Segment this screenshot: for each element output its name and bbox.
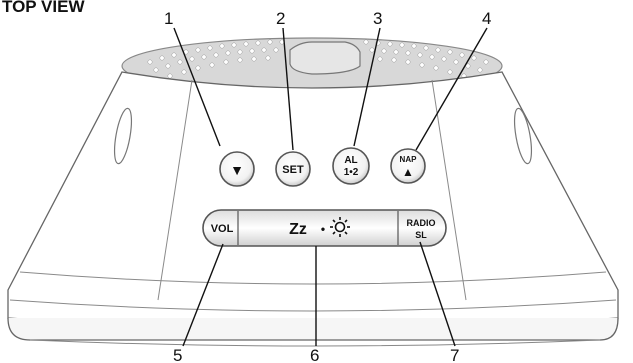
- radio-sleep-button[interactable]: RADIO SL: [399, 211, 445, 245]
- snooze-light-button[interactable]: Zz •: [239, 211, 398, 245]
- nap-button[interactable]: NAP ▲: [391, 149, 425, 183]
- body-outline: [8, 72, 618, 329]
- volume-button[interactable]: VOL: [204, 211, 238, 245]
- radio-label-line2: SL: [415, 230, 427, 240]
- alarm-button[interactable]: AL 1•2: [333, 148, 369, 184]
- alarm-label-line2: 1•2: [344, 167, 359, 178]
- callout-1: 1: [164, 9, 173, 28]
- callout-7: 7: [450, 346, 459, 363]
- vol-label: VOL: [211, 223, 234, 235]
- clock-body: [8, 38, 618, 346]
- base-rim: [8, 318, 618, 340]
- callout-6: 6: [310, 346, 319, 363]
- snooze-dot: •: [321, 222, 325, 236]
- diagram-title: TOP VIEW: [2, 0, 85, 16]
- top-handle-recess: [290, 42, 360, 74]
- up-arrow-icon: ▲: [402, 165, 414, 179]
- callout-5: 5: [173, 346, 182, 363]
- callout-2: 2: [276, 9, 285, 28]
- set-label: SET: [282, 164, 304, 176]
- down-arrow-icon: ▼: [230, 162, 244, 178]
- nap-label: NAP: [400, 155, 418, 164]
- alarm-label-line1: AL: [344, 155, 357, 166]
- callout-3: 3: [373, 9, 382, 28]
- down-button[interactable]: ▼: [220, 152, 254, 186]
- snooze-zz-label: Zz: [289, 221, 307, 238]
- callout-4: 4: [482, 9, 491, 28]
- set-button[interactable]: SET: [276, 152, 310, 186]
- radio-label-line1: RADIO: [407, 218, 436, 228]
